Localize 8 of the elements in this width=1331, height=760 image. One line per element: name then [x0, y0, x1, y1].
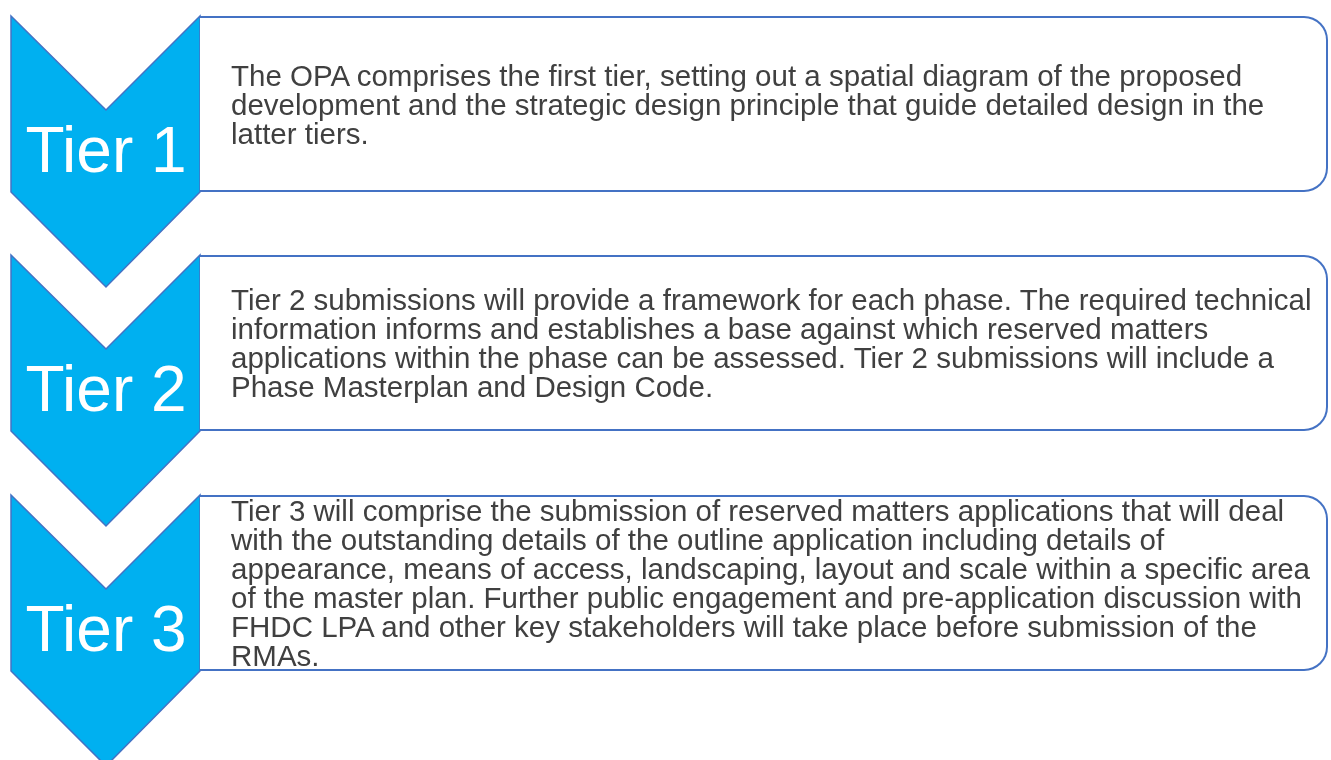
description-text: Tier 2 submissions will provide a framework for each phase. The required technical information informs and establishes a base against which reserved matters applications within the phase can be assessed. Tier 2 submissions will include a Phase Masterplan and Design Code.: [231, 285, 1313, 401]
tier-label: Tier 3: [24, 592, 188, 667]
description-box: [200, 255, 1328, 431]
description-box: [200, 16, 1328, 192]
tier-label: Tier 1: [24, 113, 188, 188]
tier-label: Tier 2: [24, 352, 188, 427]
description-text: Tier 3 will comprise the submission of reserved matters applications that will deal with the outstanding details of the outline application including details of appearance, means of access, landscaping, layout and scale within a specific area of the master plan. Further public engagement and pre-application discussion with FHDC LPA and other key stakeholders will take place before submission of the RMAs.: [231, 496, 1312, 670]
description-text: The OPA comprises the first tier, setting out a spatial diagram of the proposed development and the strategic design principle that guide detailed design in the latter tiers.: [231, 60, 1266, 148]
